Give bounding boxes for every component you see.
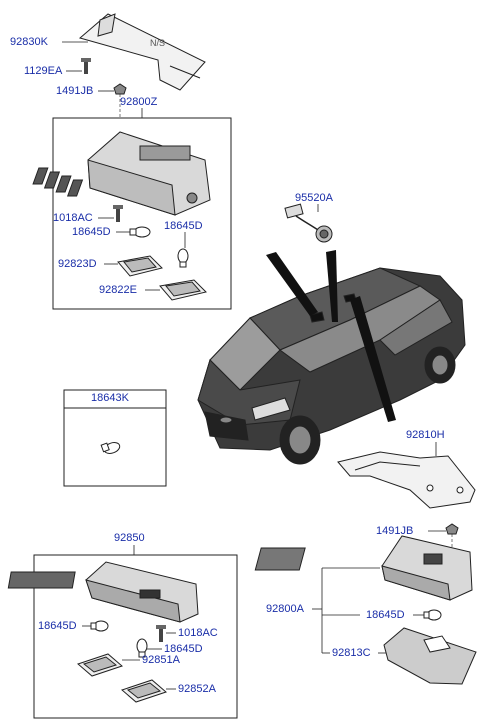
label-92852a[interactable]: 92852A	[178, 683, 216, 695]
bracket-92830k-drawing: N/S	[78, 13, 206, 91]
label-92823d[interactable]: 92823D	[58, 258, 97, 270]
pointer-wedge-1	[266, 252, 318, 316]
label-18645d-top-a[interactable]: 18645D	[72, 226, 111, 238]
label-92800a[interactable]: 92800A	[266, 603, 304, 615]
lens-92852a-drawing	[121, 679, 167, 703]
label-18645d-top-b[interactable]: 18645D	[164, 220, 203, 232]
pointer-wedge-2	[326, 250, 338, 322]
lens-92813c-drawing	[383, 627, 477, 685]
console-92800a-drawing	[254, 535, 473, 601]
bulb-18645d-bl-a-drawing	[90, 620, 109, 632]
label-1018ac-bottom[interactable]: 1018AC	[178, 627, 218, 639]
screw-1129ea-drawing	[81, 58, 91, 74]
label-92813c[interactable]: 92813C	[332, 647, 371, 659]
clip-1491jb-top-drawing	[113, 83, 127, 95]
label-92800z[interactable]: 92800Z	[120, 96, 158, 108]
pointer-wedge-3	[350, 296, 396, 422]
label-18645d-bl-a[interactable]: 18645D	[38, 620, 77, 632]
bulb-18645d-right-drawing	[423, 609, 442, 621]
label-92830k[interactable]: 92830K	[10, 36, 48, 48]
console-92850-drawing	[7, 561, 199, 623]
label-1018ac-top[interactable]: 1018AC	[53, 212, 93, 224]
label-1129ea[interactable]: 1129EA	[24, 65, 63, 77]
bulb-18645d-top-a-drawing	[129, 226, 151, 238]
lens-92822e-drawing	[159, 279, 207, 301]
socket-95520a-drawing	[284, 203, 333, 243]
svg-text:N/S: N/S	[150, 38, 165, 48]
clip-1491jb-bottom-drawing	[445, 523, 459, 535]
lens-92823d-drawing	[117, 255, 163, 277]
screw-1018ac-bottom-drawing	[156, 625, 166, 642]
label-18643k[interactable]: 18643K	[91, 392, 129, 404]
label-92822e[interactable]: 92822E	[99, 284, 137, 296]
label-1491jb-bottom[interactable]: 1491JB	[376, 525, 414, 537]
label-95520a[interactable]: 95520A	[295, 192, 333, 204]
overhead-console-92800z-drawing	[32, 131, 211, 216]
lens-92851a-drawing	[77, 653, 123, 677]
bracket-92810h-drawing	[337, 451, 476, 509]
bulb-18645d-top-b-drawing	[177, 248, 189, 268]
label-92851a[interactable]: 92851A	[142, 654, 180, 666]
label-18645d-bl-b[interactable]: 18645D	[164, 643, 203, 655]
bulb-18643k-drawing	[100, 442, 121, 454]
label-92850[interactable]: 92850	[114, 532, 145, 544]
screw-1018ac-top-drawing	[113, 205, 123, 222]
bulb-18645d-bl-b-drawing	[136, 638, 148, 658]
label-18645d-right[interactable]: 18645D	[366, 609, 405, 621]
label-92810h[interactable]: 92810H	[406, 429, 445, 441]
label-1491jb-top[interactable]: 1491JB	[56, 85, 94, 97]
